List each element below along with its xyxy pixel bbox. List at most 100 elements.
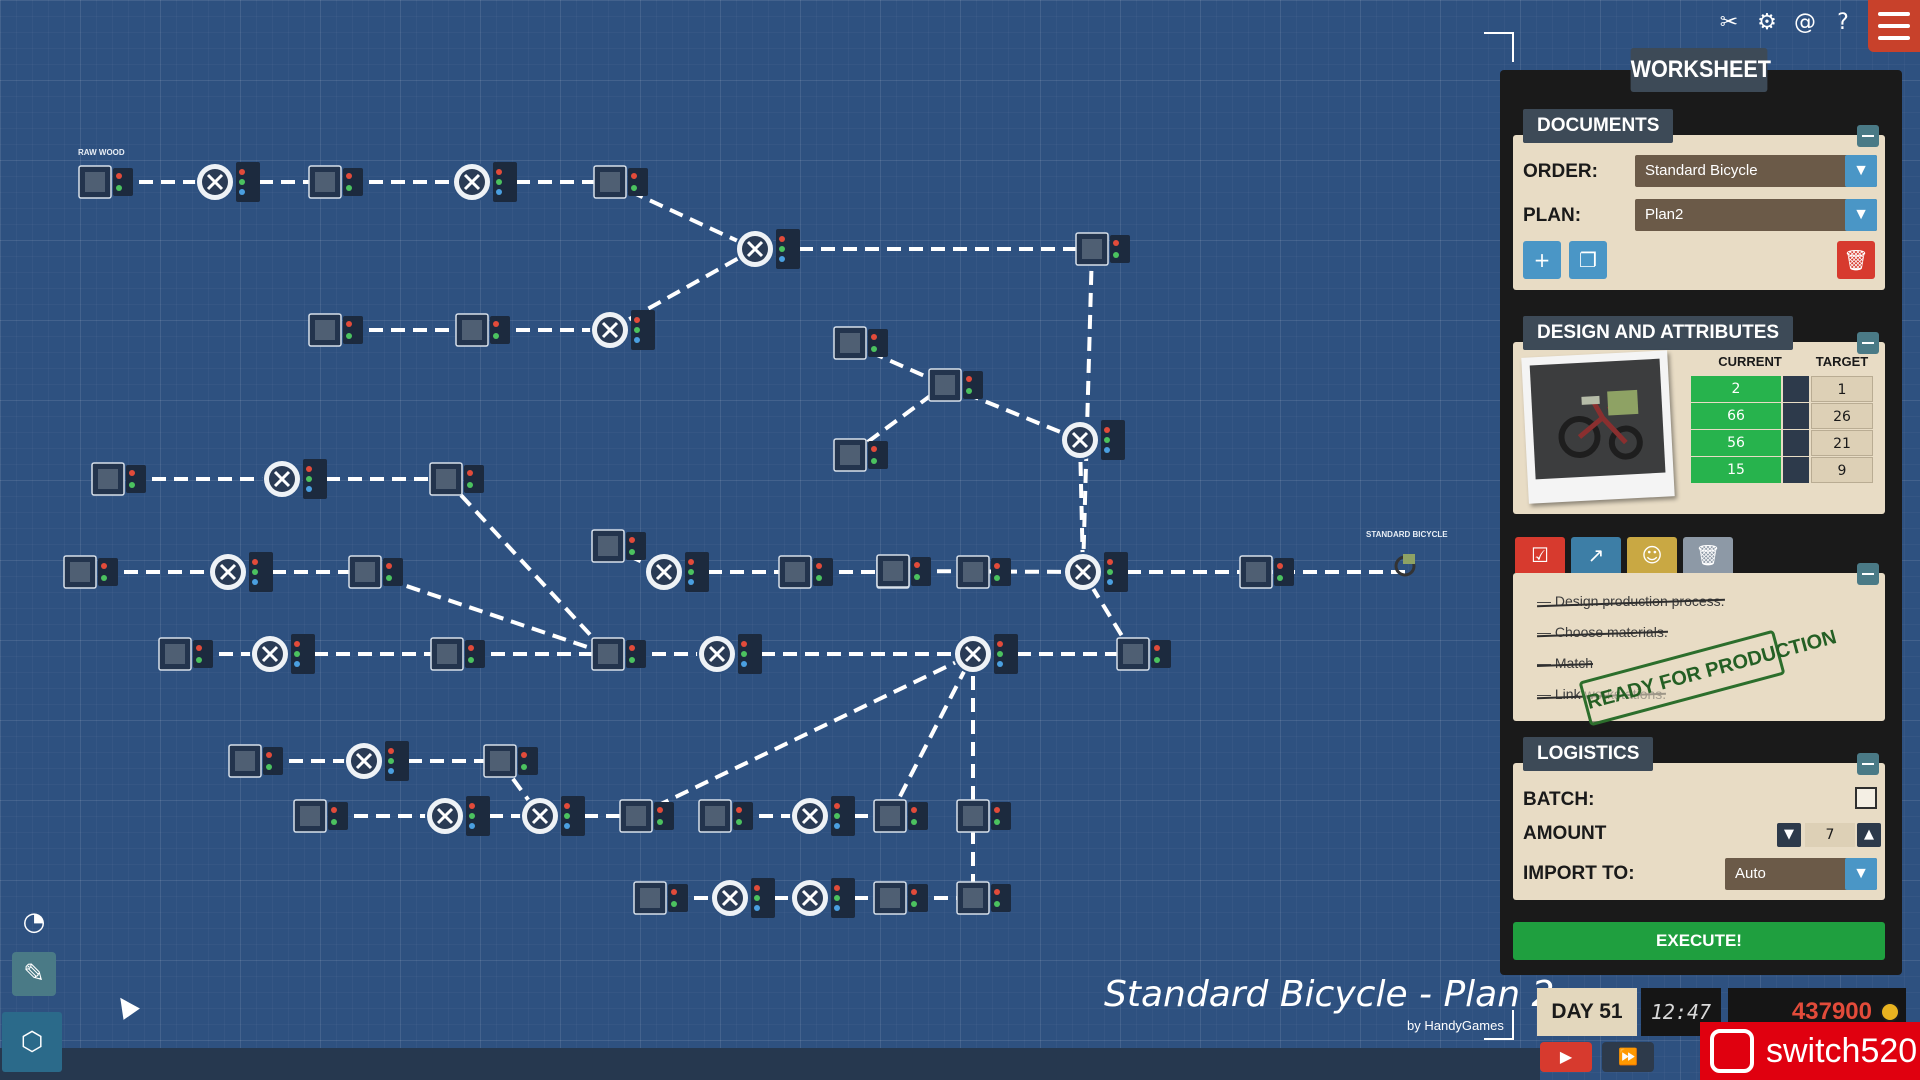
- workstation-node[interactable]: [953, 634, 993, 674]
- main-menu-button[interactable]: [1868, 0, 1920, 52]
- execute-button[interactable]: EXECUTE!: [1513, 922, 1885, 960]
- material-node[interactable]: [483, 744, 517, 778]
- node-stats: [465, 640, 485, 668]
- node-stats: [126, 465, 146, 493]
- material-node[interactable]: [593, 165, 627, 199]
- amount-increase-button[interactable]: ▲: [1857, 823, 1881, 847]
- workstation-node[interactable]: [250, 634, 290, 674]
- worksheet-title: WORKSHEET: [1630, 48, 1771, 92]
- node-stats: [1101, 420, 1125, 460]
- workstation-node[interactable]: [425, 796, 465, 836]
- import-to-dropdown[interactable]: Auto ▼: [1725, 858, 1877, 890]
- node-stats: [328, 802, 348, 830]
- snail-icon[interactable]: @: [1794, 10, 1816, 35]
- workstation-node[interactable]: [644, 552, 684, 592]
- bicycle-photo: [1521, 350, 1675, 504]
- workstation-node[interactable]: [344, 741, 384, 781]
- plan-dropdown[interactable]: Plan2 ▼: [1635, 199, 1877, 231]
- material-node[interactable]: [429, 462, 463, 496]
- gear-icon[interactable]: ⚙: [1757, 10, 1777, 35]
- chevron-down-icon: ▼: [1845, 858, 1877, 890]
- plan-title: Standard Bicycle - Plan 2: [1104, 974, 1555, 1015]
- workstation-node[interactable]: [195, 162, 235, 202]
- material-node[interactable]: [78, 165, 112, 199]
- play-button[interactable]: ▶: [1540, 1042, 1592, 1072]
- build-mode-button[interactable]: ⬡: [2, 1012, 62, 1072]
- material-node[interactable]: [833, 438, 867, 472]
- copy-plan-button[interactable]: ❐: [1569, 241, 1607, 279]
- collapse-logistics-button[interactable]: [1857, 753, 1879, 775]
- workstation-node[interactable]: [1063, 552, 1103, 592]
- amount-decrease-button[interactable]: ▼: [1777, 823, 1801, 847]
- amount-value[interactable]: 7: [1805, 823, 1855, 847]
- conveyor-link: [635, 652, 974, 818]
- coin-icon: [1880, 1002, 1900, 1022]
- material-node[interactable]: [956, 555, 990, 589]
- workstation-node[interactable]: [1060, 420, 1100, 460]
- workstation-node[interactable]: [262, 459, 302, 499]
- node-stats: [263, 747, 283, 775]
- material-node[interactable]: [1239, 555, 1273, 589]
- collapse-design-button[interactable]: [1857, 332, 1879, 354]
- material-node[interactable]: [619, 799, 653, 833]
- material-node[interactable]: [591, 529, 625, 563]
- copy-icon: ❐: [1579, 248, 1597, 272]
- material-node[interactable]: [591, 637, 625, 671]
- node-stats: [628, 168, 648, 196]
- material-node[interactable]: [455, 313, 489, 347]
- workstation-node[interactable]: [710, 878, 750, 918]
- workstation-node[interactable]: [520, 796, 560, 836]
- workstation-node[interactable]: [735, 229, 775, 269]
- material-node[interactable]: [833, 326, 867, 360]
- fast-forward-button[interactable]: ⏩: [1602, 1042, 1654, 1072]
- order-dropdown[interactable]: Standard Bicycle ▼: [1635, 155, 1877, 187]
- workstation-node[interactable]: [452, 162, 492, 202]
- new-plan-button[interactable]: +: [1523, 241, 1561, 279]
- material-node[interactable]: [876, 554, 910, 588]
- chart-icon: ↗: [1587, 543, 1605, 567]
- material-node[interactable]: [293, 799, 327, 833]
- delete-plan-button[interactable]: 🗑: [1837, 241, 1875, 279]
- design-attributes-header: DESIGN AND ATTRIBUTES: [1523, 316, 1794, 350]
- material-node[interactable]: [308, 165, 342, 199]
- production-flow-canvas[interactable]: RAW WOOD STANDARD BICYCLE: [0, 0, 1500, 1048]
- tab-trash[interactable]: 🗑: [1683, 537, 1733, 573]
- tab-workers[interactable]: ☺: [1627, 537, 1677, 573]
- material-node[interactable]: [1116, 637, 1150, 671]
- material-node[interactable]: [158, 637, 192, 671]
- collapse-documents-button[interactable]: [1857, 125, 1879, 147]
- batch-checkbox[interactable]: [1855, 787, 1877, 809]
- material-node[interactable]: [928, 368, 962, 402]
- material-node[interactable]: [956, 799, 990, 833]
- workstation-node[interactable]: [208, 552, 248, 592]
- material-node[interactable]: [1075, 232, 1109, 266]
- notes-button[interactable]: ✎: [12, 952, 56, 996]
- material-node[interactable]: [228, 744, 262, 778]
- material-node[interactable]: [633, 881, 667, 915]
- node-stats: [291, 634, 315, 674]
- material-node[interactable]: [91, 462, 125, 496]
- bicycle-output-icon[interactable]: [1394, 554, 1416, 577]
- material-node[interactable]: [348, 555, 382, 589]
- tab-statistics[interactable]: ↗: [1571, 537, 1621, 573]
- material-node[interactable]: [430, 637, 464, 671]
- material-node[interactable]: [778, 555, 812, 589]
- material-node[interactable]: [873, 799, 907, 833]
- help-icon[interactable]: ?: [1837, 10, 1849, 35]
- material-node[interactable]: [698, 799, 732, 833]
- material-node[interactable]: [873, 881, 907, 915]
- stopwatch-icon[interactable]: ◔: [22, 907, 46, 937]
- material-node[interactable]: [308, 313, 342, 347]
- material-node[interactable]: [63, 555, 97, 589]
- collapse-tasks-button[interactable]: [1857, 563, 1879, 585]
- tab-checklist[interactable]: ☑: [1515, 537, 1565, 573]
- node-stats: [654, 802, 674, 830]
- material-node[interactable]: [956, 881, 990, 915]
- workstation-node[interactable]: [790, 878, 830, 918]
- workstation-node[interactable]: [790, 796, 830, 836]
- tools-icon[interactable]: ✂: [1719, 10, 1739, 35]
- workstation-node[interactable]: [590, 310, 630, 350]
- node-stats: [236, 162, 260, 202]
- node-stats: [303, 459, 327, 499]
- workstation-node[interactable]: [697, 634, 737, 674]
